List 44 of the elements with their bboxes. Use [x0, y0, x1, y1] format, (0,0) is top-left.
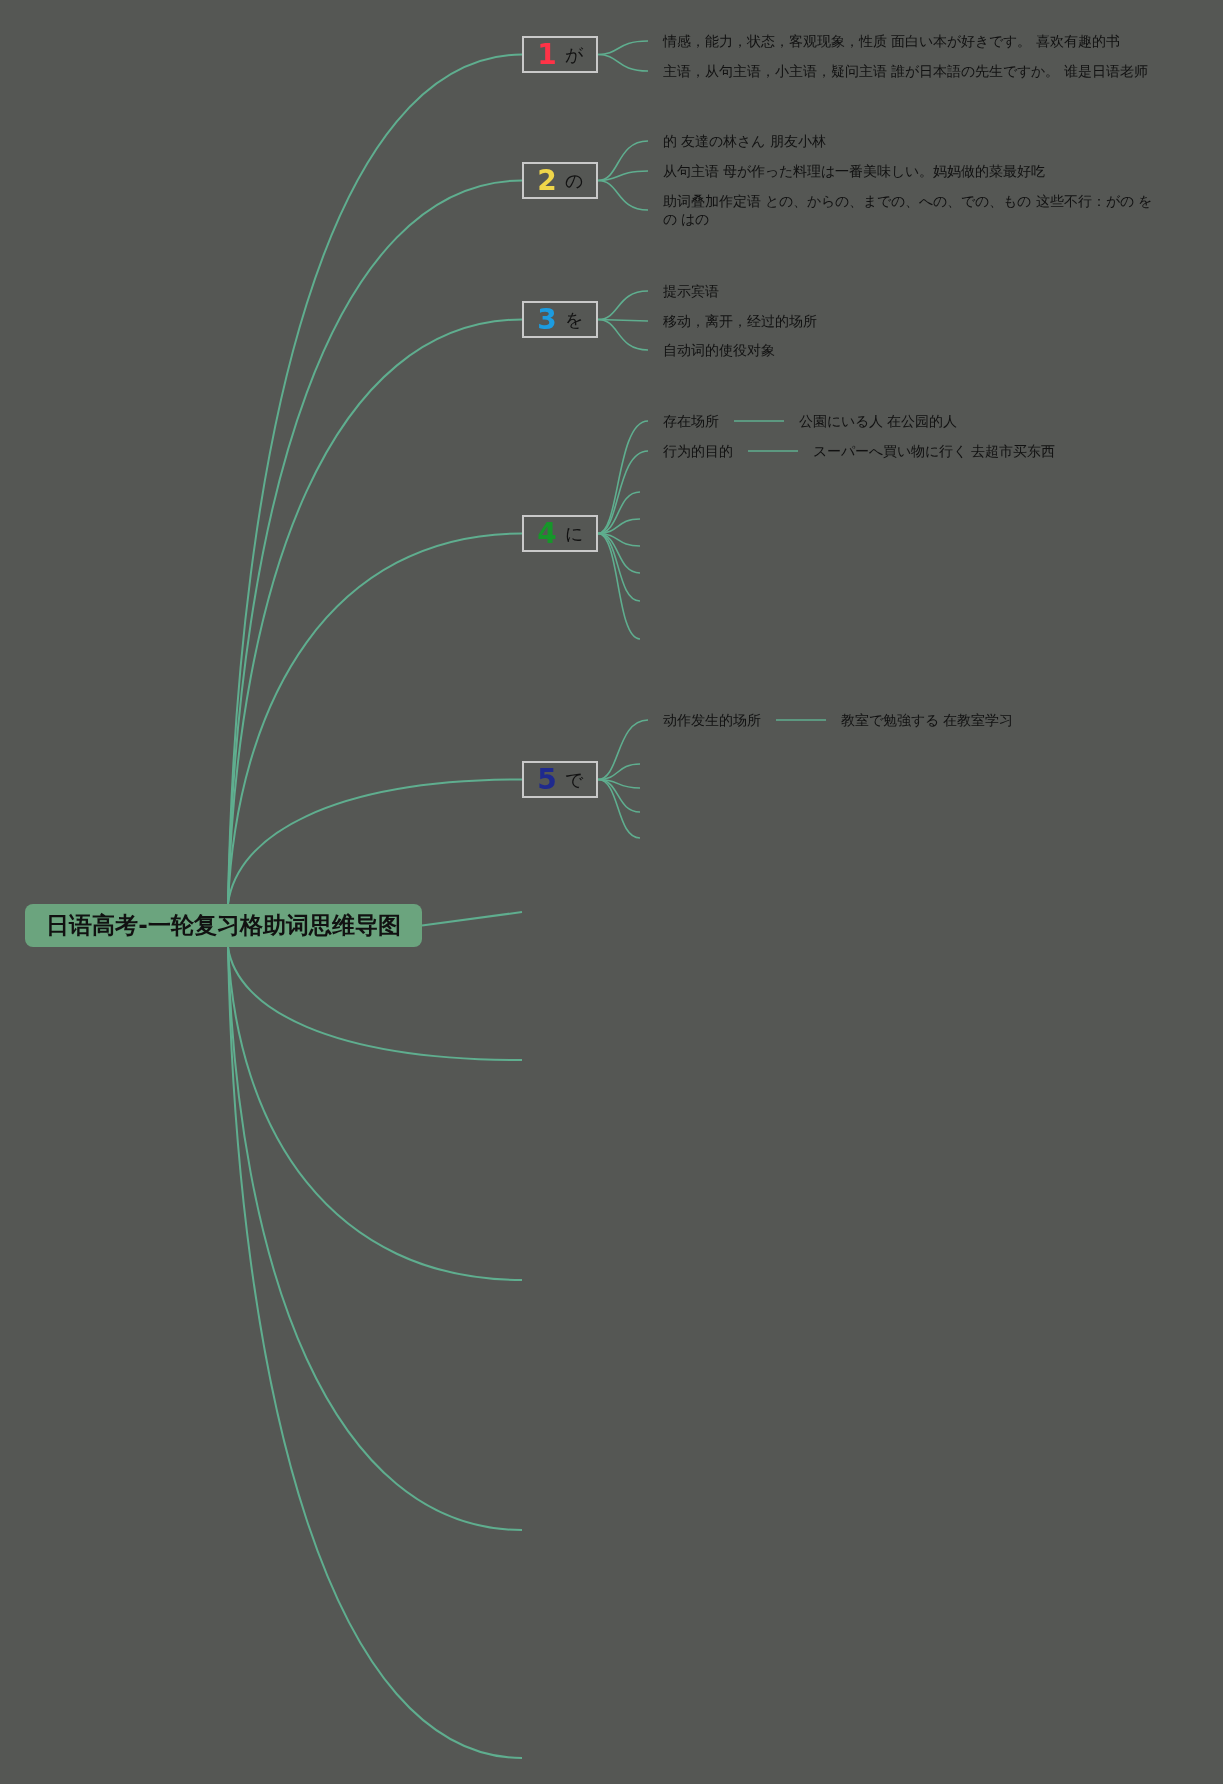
branch-label: 从句主语 母が作った料理は一番美味しい。妈妈做的菜最好吃 [648, 162, 1061, 180]
topic-number: 5 [537, 764, 557, 795]
branch-line [597, 778, 641, 839]
topic-label: の [564, 169, 583, 192]
topic-box [522, 301, 598, 338]
central-topic: 日语高考-一轮复习格助词思维导图 [25, 904, 422, 947]
topic-box [522, 36, 598, 73]
branch-line [597, 318, 649, 351]
topic-box [522, 515, 598, 552]
branch-label: 情感，能力，状态，客观现象，性质 面白い本が好きです。 喜欢有趣的书 [648, 32, 1135, 50]
branch-line [597, 179, 649, 211]
branch-label: 提示宾语 [648, 282, 734, 300]
topic-label: で [564, 768, 583, 791]
branch-line [597, 53, 649, 72]
topic-label: を [564, 308, 583, 331]
branch-line [597, 532, 641, 640]
branch-line [747, 450, 799, 452]
branch-line [597, 719, 649, 781]
topic-label: に [564, 522, 583, 545]
topic-number: 3 [537, 304, 557, 335]
branch-line [597, 763, 641, 781]
topic-number: 2 [537, 165, 557, 196]
branch-label: 移动，离开，经过的场所 [648, 312, 832, 330]
branch-line [227, 778, 523, 905]
branch-label: 的 友達の林さん 朋友小林 [648, 132, 841, 150]
branch-line [597, 140, 649, 182]
branch-label: スーパーへ買い物に行く 去超市买东西 [798, 442, 1071, 460]
topic-box [522, 761, 598, 798]
branch-line [421, 911, 523, 927]
branch-label: 存在场所 [648, 412, 734, 430]
topic-box [522, 162, 598, 199]
branch-label: 行为的目的 [648, 442, 748, 460]
branch-label: 主语，从句主语，小主语，疑问主语 誰が日本語の先生ですか。 谁是日语老师 [648, 62, 1163, 80]
branch-line [775, 719, 827, 721]
branch-label: 公園にいる人 在公园的人 [784, 412, 973, 430]
topic-number: 1 [537, 39, 557, 70]
topic-label: が [564, 43, 583, 66]
branch-label: 自动词的使役对象 [648, 341, 790, 359]
branch-line [733, 420, 785, 422]
branch-label: 助词叠加作定语 との、からの、までの、への、での、もの 这些不行：がの をの はの [648, 192, 1178, 228]
branch-label: 教室で勉強する 在教室学习 [826, 711, 1029, 729]
branch-label: 动作发生的场所 [648, 711, 776, 729]
branch-line [597, 290, 649, 321]
topic-number: 4 [537, 518, 557, 549]
